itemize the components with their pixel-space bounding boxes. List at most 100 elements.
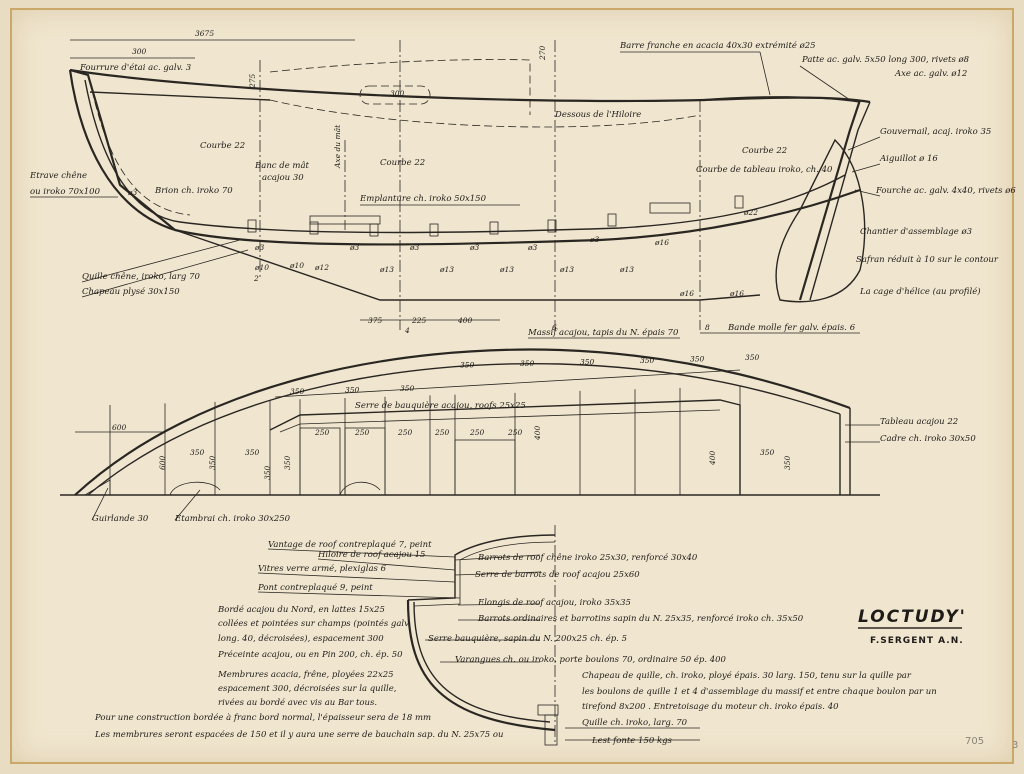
section-right-label: Barrots ordinaires et barrotins sapin du…	[477, 613, 804, 624]
plan-dim-mid: 250	[507, 428, 523, 437]
section-floor	[537, 704, 559, 716]
label-dessous-hiloire: Dessous de l'Hiloire	[554, 110, 641, 120]
hiloire-line	[269, 99, 701, 128]
bolt-label: ø10	[289, 261, 304, 270]
bolt-label: ø16	[729, 289, 744, 298]
plan-dim-mid: 350	[245, 448, 260, 457]
engine-box	[454, 439, 516, 496]
label-aiguillot: Aiguillot ø 16	[879, 154, 938, 164]
plan-dim-mid: 250	[314, 428, 330, 437]
label-barre-franche: Barre franche en acacia 40x30 extrémité …	[619, 40, 816, 51]
bolt-label: ø13	[619, 265, 634, 274]
station-lines	[259, 40, 701, 330]
drawing-author: F.SERGENT A.N.	[870, 636, 964, 646]
plan-dim-mid: 350	[190, 448, 205, 457]
bolt-label: ø13	[559, 265, 574, 274]
bolt-label: ø22	[743, 208, 758, 217]
plan-dim-vertical: 350	[263, 465, 272, 480]
label-vitres: Vitres verre armé, plexiglas 6	[258, 563, 387, 574]
station-8: 8	[705, 323, 710, 332]
label-courbe22c: Courbe 22	[742, 146, 787, 156]
label-chantier: Chantier d'assemblage ø3	[860, 227, 972, 237]
hull-profile	[30, 39, 881, 339]
section-right-label: Barrots de roof chêne iroko 25x30, renfo…	[477, 552, 698, 563]
dim-270: 270	[538, 45, 547, 61]
section-left-label: rivées au bordé avec vis au Bar tous.	[218, 697, 377, 708]
dim-3675: 3675	[195, 29, 214, 38]
aft-block	[649, 202, 691, 214]
plan-dim-top: 350	[460, 361, 475, 370]
plan-labels: Serre de bauquière acajou, roofs 25x25 T…	[92, 400, 976, 524]
label-pont: Pont contreplaqué 9, peint	[257, 582, 373, 593]
drawing-title: LOCTUDY'	[858, 607, 967, 627]
label-fourrure: Fourrure d'étai ac. galv. 3	[79, 62, 191, 73]
label-courbe-tableau: Courbe de tableau iroko, ch. 40	[696, 165, 833, 175]
station-2: 2	[253, 274, 259, 283]
plan-dim-top: 350	[290, 387, 305, 396]
axe-mat: Axe du mât	[333, 124, 342, 169]
label-vantage: Vantage de roof contreplaqué 7, peint	[268, 539, 432, 550]
label-serre-bauquiere: Serre de bauquière acajou, roofs 25x25	[355, 400, 526, 411]
section-left-label: Bordé acajou du Nord, en lattes 15x25	[217, 604, 385, 615]
cockpit-coaming	[269, 399, 741, 495]
label-axe: Axe ac. galv. ø12	[894, 69, 967, 79]
profile-dimensions: 3675 300 300 375 225 400 2 4 6 8 Axe du …	[132, 29, 710, 335]
dim-225: 225	[411, 316, 427, 325]
section-top-labels: Vantage de roof contreplaqué 7, peint Hi…	[257, 539, 432, 593]
deck-plan	[60, 348, 880, 521]
label-hiloire-roof: Hiloire de roof acajou 15	[317, 550, 425, 560]
bolt-label: ø3	[469, 243, 480, 252]
bolt-label: ø13	[499, 265, 514, 274]
section-left-label: collées et pointées sur champs (pointés …	[218, 618, 411, 629]
plan-dim-top: 350	[400, 384, 415, 393]
plan-outer-curve	[74, 348, 851, 496]
label-banc-mat: Banc de mât	[254, 160, 310, 171]
plan-dim-top: 350	[345, 386, 360, 395]
paper-background	[10, 8, 1014, 764]
section-hull-inner	[413, 601, 551, 723]
plan-dim-top: 350	[745, 353, 760, 362]
sheet-number: 705	[965, 736, 984, 747]
rabbet-line	[91, 89, 191, 216]
label-brion: Brion ch. iroko 70	[154, 186, 233, 196]
plan-dim-top	[274, 369, 741, 398]
dim-600: 600	[112, 423, 127, 432]
label-gouvernail: Gouvernail, acaj. iroko 35	[880, 127, 991, 137]
section-left-label: Préceinte acajou, ou en Pin 200, ch. ép.…	[217, 649, 403, 660]
floor-timbers	[247, 195, 744, 237]
planking-inner	[84, 79, 846, 234]
locker-1	[299, 427, 341, 496]
dim-400: 400	[457, 316, 473, 325]
section-left-labels: Bordé acajou du Nord, en lattes 15x25 col…	[94, 604, 503, 740]
plan-dim-vertical: 400	[708, 450, 717, 466]
bolt-label: ø3	[254, 243, 265, 252]
label-patte: Patte ac. galv. 5x50 long 300, rivets ø8	[801, 55, 970, 65]
locker-2	[344, 427, 386, 496]
plan-dim-mid: 350	[760, 448, 775, 457]
section-right-labels: Barrots de roof chêne iroko 25x30, renfo…	[428, 552, 937, 746]
section-right-label: les boulons de quille 1 et 4 d'assemblag…	[582, 687, 937, 697]
title-block: LOCTUDY' F.SERGENT A.N. 705 3	[858, 607, 1018, 751]
bolt-label: ø13	[379, 265, 394, 274]
bolt-label: ø16	[679, 289, 694, 298]
edge-mark: 3	[1012, 740, 1018, 751]
label-massif: Massif acajou, tapis du N. épais 70	[527, 327, 679, 338]
plan-dim-vertical: 350	[283, 455, 292, 470]
label-etambrai: Etambrai ch. iroko 30x250	[174, 514, 291, 524]
section-left-label: long. 40, décroisées), espacement 300	[218, 633, 384, 644]
rudder	[775, 138, 866, 303]
label-banc-mat2: acajou 30	[262, 173, 304, 183]
label-bande-molle: Bande molle fer galv. épais. 6	[727, 322, 856, 333]
plan-dim-mid: 250	[397, 428, 413, 437]
midship-section	[257, 525, 700, 746]
plan-inner-curve	[87, 362, 841, 496]
bolt-label: ø16	[654, 238, 669, 247]
porthole	[359, 85, 431, 105]
section-right-label: tirefond 8x200 . Entretoisage du moteur …	[582, 701, 839, 712]
dim-300: 300	[132, 47, 147, 56]
label-etrave2: ou iroko 70x100	[30, 187, 101, 197]
plan-dim-mid: 250	[354, 428, 370, 437]
section-right-label: Quille ch. iroko, larg. 70	[582, 718, 688, 728]
